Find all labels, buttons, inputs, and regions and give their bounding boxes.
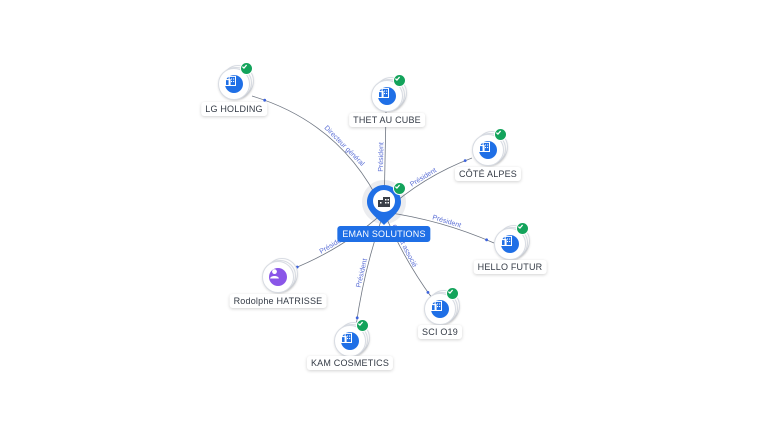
node-label[interactable]: THET AU CUBE bbox=[349, 113, 425, 127]
edge-line bbox=[289, 211, 385, 271]
verified-check-icon bbox=[494, 128, 507, 141]
edge-arrow bbox=[485, 238, 488, 242]
edge-line bbox=[383, 211, 495, 244]
map-pin-icon bbox=[366, 182, 406, 225]
edge-line bbox=[355, 211, 385, 327]
edge-label: Directeur général bbox=[323, 125, 366, 169]
node-label[interactable]: Rodolphe HATRISSE bbox=[229, 294, 327, 308]
verified-check-icon bbox=[446, 287, 459, 300]
node-label[interactable]: LG HOLDING bbox=[201, 102, 267, 116]
edge-label: Président bbox=[431, 214, 461, 229]
building-icon bbox=[341, 332, 359, 350]
building-icon bbox=[225, 75, 243, 93]
person-icon bbox=[269, 268, 287, 286]
verified-check-icon bbox=[393, 74, 406, 87]
building-icon bbox=[479, 141, 497, 159]
node-label[interactable]: SCI O19 bbox=[418, 325, 462, 339]
verified-check-icon bbox=[393, 182, 406, 195]
edge-label: Président bbox=[378, 142, 386, 172]
verified-check-icon bbox=[516, 222, 529, 235]
edge-label: Président bbox=[409, 167, 438, 188]
node-label[interactable]: HELLO FUTUR bbox=[473, 260, 547, 274]
building-icon bbox=[378, 87, 396, 105]
node-label[interactable]: KAM COSMETICS bbox=[306, 356, 394, 370]
edge-arrow bbox=[355, 316, 359, 320]
edge-arrow bbox=[463, 159, 467, 163]
verified-check-icon bbox=[240, 62, 253, 75]
building-icon bbox=[501, 235, 519, 253]
verified-check-icon bbox=[356, 319, 369, 332]
building-icon bbox=[378, 197, 390, 207]
center-node-label[interactable]: EMAN SOLUTIONS bbox=[337, 226, 431, 242]
edge-label: Président bbox=[356, 258, 370, 288]
node-label[interactable]: CÔTÉ ALPES bbox=[454, 167, 522, 181]
building-icon bbox=[431, 300, 449, 318]
edge-arrow bbox=[426, 290, 430, 294]
edge-arrow bbox=[263, 98, 267, 102]
